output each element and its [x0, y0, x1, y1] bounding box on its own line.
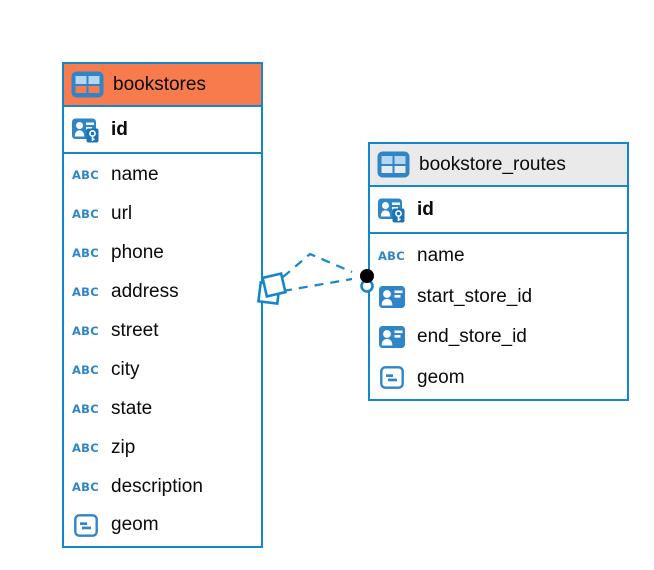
table-title: bookstores — [113, 73, 206, 95]
column-row[interactable]: ABC city — [64, 350, 261, 389]
column-name: geom — [111, 514, 159, 536]
text-icon: ABC — [70, 480, 101, 494]
column-row[interactable]: geom — [64, 506, 261, 545]
geometry-icon — [376, 366, 407, 390]
column-row[interactable]: end_store_id — [370, 317, 627, 358]
column-row[interactable]: id — [370, 187, 627, 232]
text-icon: ABC — [70, 207, 101, 221]
column-name: name — [111, 164, 159, 186]
column-row[interactable]: ABC zip — [64, 428, 261, 467]
column-row[interactable]: geom — [370, 358, 627, 399]
table-icon — [376, 151, 410, 178]
abc-glyph: ABC — [71, 168, 99, 183]
column-row[interactable]: ABC phone — [64, 234, 261, 273]
abc-glyph: ABC — [71, 207, 99, 222]
text-icon: ABC — [70, 324, 101, 338]
column-name: name — [417, 245, 465, 267]
abc-glyph: ABC — [71, 246, 99, 261]
primary-key-icon — [376, 197, 407, 223]
column-row[interactable]: ABC street — [64, 312, 261, 351]
table-bookstore-routes[interactable]: bookstore_routes id ABC name start_store_… — [368, 142, 629, 401]
text-icon: ABC — [70, 285, 101, 299]
text-icon: ABC — [70, 441, 101, 455]
column-name: id — [111, 118, 128, 140]
column-row[interactable]: ABC address — [64, 273, 261, 312]
abc-glyph: ABC — [71, 324, 99, 338]
column-name: street — [111, 320, 159, 341]
column-row[interactable]: ABC state — [64, 389, 261, 428]
abc-glyph: ABC — [71, 479, 99, 494]
diamond-marker[interactable] — [261, 272, 287, 298]
abc-glyph: ABC — [71, 440, 99, 455]
abc-glyph: ABC — [71, 401, 99, 416]
text-icon: ABC — [70, 402, 101, 416]
abc-glyph: ABC — [71, 362, 99, 377]
column-name: end_store_id — [417, 326, 527, 348]
column-row[interactable]: start_store_id — [370, 277, 627, 318]
geometry-icon — [70, 514, 101, 537]
column-name: description — [111, 475, 203, 497]
column-name: zip — [111, 436, 136, 458]
table-header-bookstore-routes[interactable]: bookstore_routes — [370, 144, 627, 187]
id-ref-icon — [376, 326, 407, 349]
column-row[interactable]: ABC name — [370, 236, 627, 277]
table-header-bookstores[interactable]: bookstores — [64, 64, 261, 107]
column-row[interactable]: ABC name — [64, 156, 261, 195]
column-name: id — [417, 198, 434, 220]
relationship-line[interactable] — [282, 252, 353, 278]
abc-glyph: ABC — [71, 285, 99, 300]
column-name: address — [111, 281, 179, 303]
column-name: url — [111, 203, 133, 225]
text-icon: ABC — [70, 168, 101, 182]
column-row[interactable]: ABC url — [64, 195, 261, 234]
relationship-line[interactable] — [282, 277, 353, 293]
column-row[interactable]: ABC description — [64, 467, 261, 506]
columns-section: ABC name start_store_id end_store_id geom — [370, 234, 627, 399]
column-name: geom — [417, 366, 465, 388]
text-icon: ABC — [376, 249, 407, 263]
column-name: city — [111, 358, 140, 380]
column-row[interactable]: id — [64, 107, 261, 152]
primary-key-section: id — [64, 107, 261, 154]
table-icon — [70, 71, 104, 98]
id-ref-icon — [376, 285, 407, 308]
abc-glyph: ABC — [377, 249, 405, 264]
table-title: bookstore_routes — [419, 153, 566, 175]
primary-key-section: id — [370, 187, 627, 234]
column-name: phone — [111, 242, 164, 264]
primary-key-icon — [70, 117, 101, 143]
text-icon: ABC — [70, 246, 101, 260]
text-icon: ABC — [70, 363, 101, 377]
column-name: start_store_id — [417, 285, 533, 307]
column-name: state — [111, 397, 153, 419]
